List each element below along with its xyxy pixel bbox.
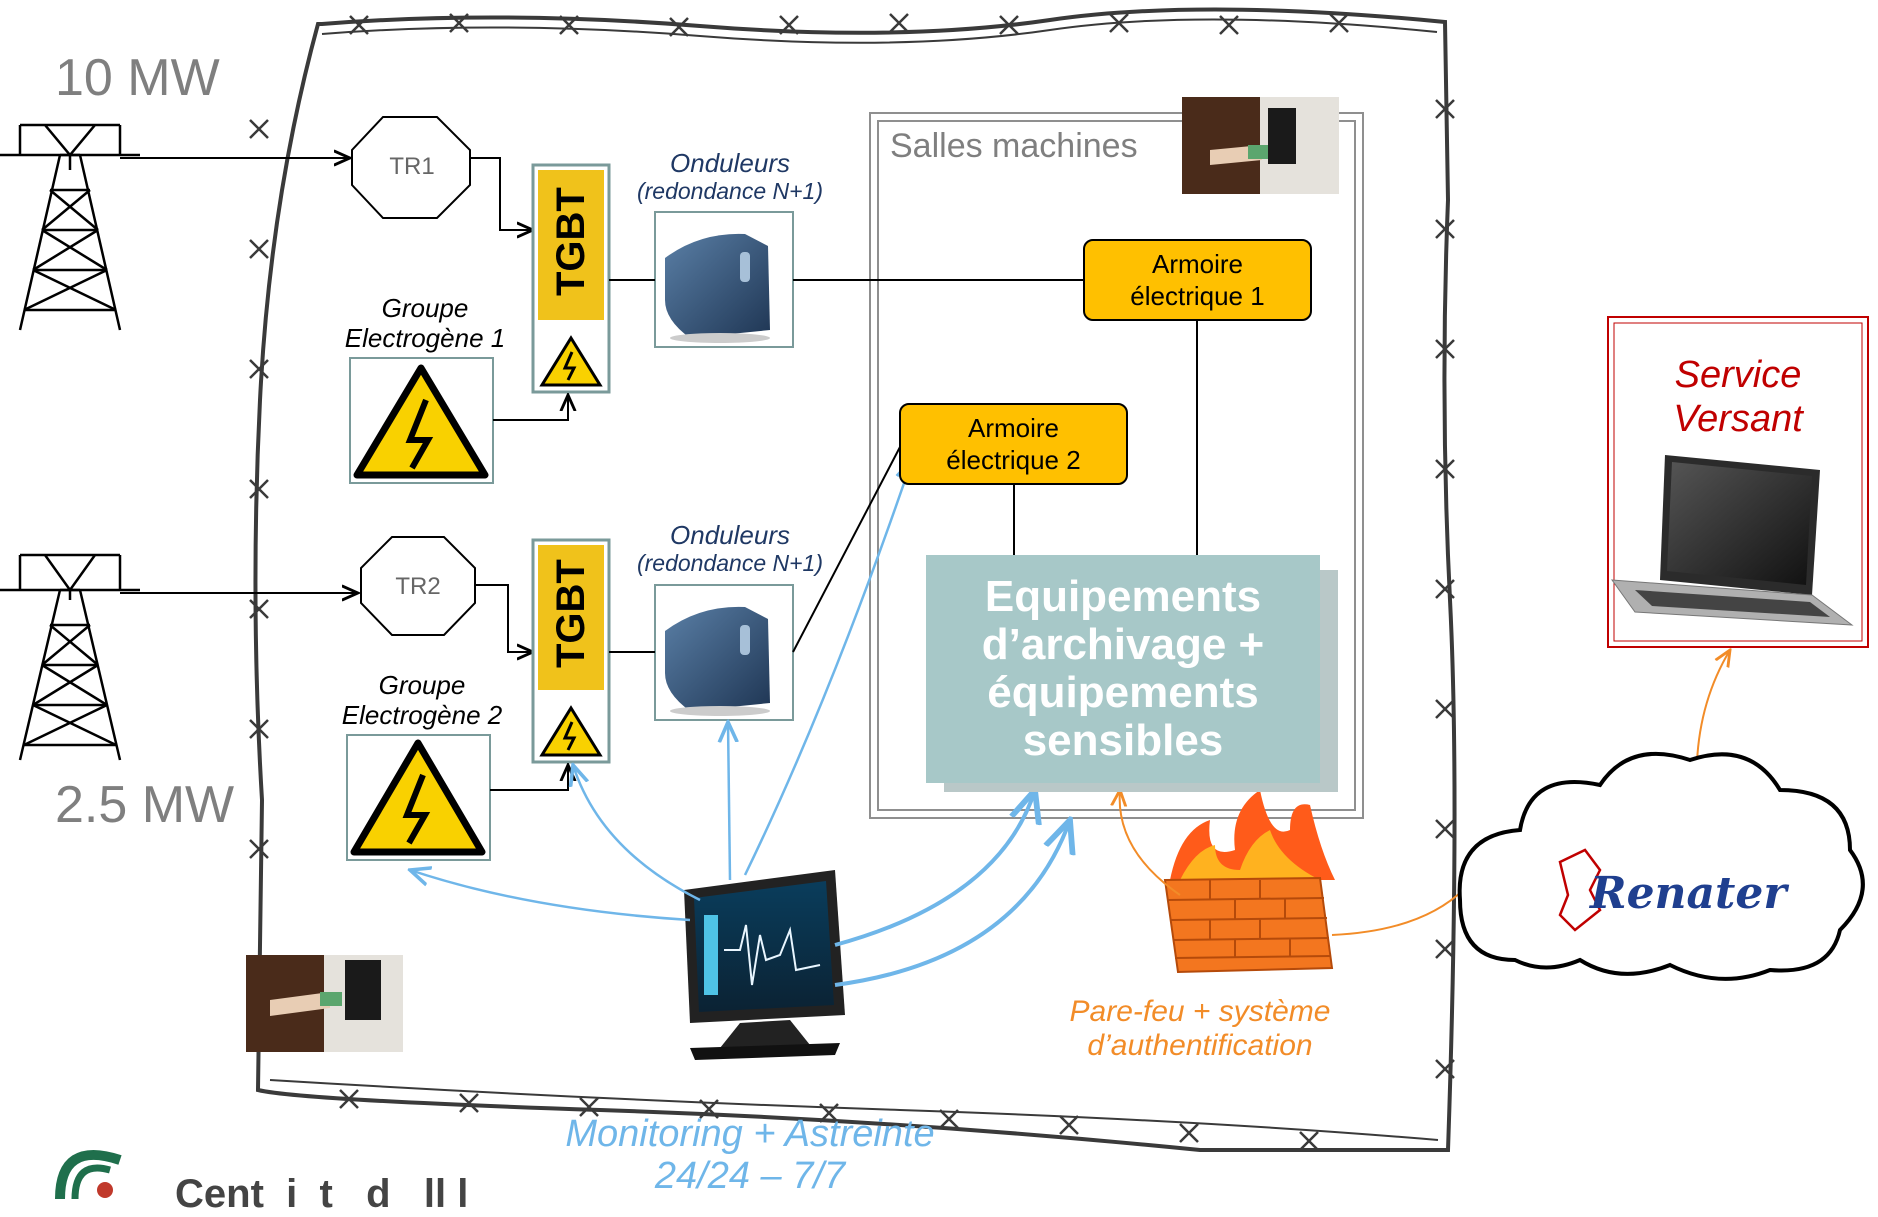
footer-logo-text: Cent i t d ll l — [175, 1172, 502, 1216]
ups-title: Onduleurs — [670, 148, 790, 178]
ups-title: Onduleurs — [670, 520, 790, 550]
monitoring-label: Monitoring + Astreinte 24/24 – 7/7 — [500, 1113, 1000, 1197]
firewall-line2: d’authentification — [1087, 1029, 1313, 1062]
hazard-icon — [539, 705, 603, 757]
equipment-line1: Equipements — [984, 572, 1262, 621]
cabinet-line1: Armoire — [1151, 249, 1243, 279]
generator-label-1: Groupe Electrogène 1 — [325, 293, 525, 353]
tgbt-label-2: TGBT — [549, 559, 593, 668]
high-voltage-icon — [350, 739, 486, 856]
service-line1: Service — [1674, 354, 1802, 396]
ups-label-2: Onduleurs (redondance N+1) — [600, 520, 860, 576]
equipment-line4: sensibles — [1022, 716, 1224, 765]
electrical-cabinet-2: Armoire électrique 2 — [899, 403, 1128, 485]
generator-line1: Groupe — [378, 670, 466, 700]
generator-line1: Groupe — [381, 293, 469, 323]
equipment-line2: d’archivage + — [981, 620, 1265, 669]
transformer-tr2 — [360, 536, 476, 636]
archiving-equipment-box: Equipements d’archivage + équipements se… — [926, 555, 1320, 783]
generator-line2: Electrogène 1 — [344, 323, 506, 353]
monitoring-line1: Monitoring + Astreinte — [565, 1113, 935, 1155]
pylon-icon — [0, 553, 140, 761]
generator-label-2: Groupe Electrogène 2 — [322, 670, 522, 730]
monitoring-line2: 24/24 – 7/7 — [654, 1155, 846, 1197]
tgbt-label-1: TGBT — [549, 187, 593, 296]
pylon-icon — [0, 123, 140, 331]
ups-label-1: Onduleurs (redondance N+1) — [600, 148, 860, 204]
ups-subtitle: (redondance N+1) — [636, 178, 824, 204]
power-label-top: 10 MW — [55, 49, 220, 107]
machine-rooms-label: Salles machines — [890, 127, 1138, 165]
cabinet-line2: électrique 1 — [1130, 281, 1265, 311]
firewall-icon — [1163, 790, 1335, 974]
laptop-icon — [1610, 455, 1854, 626]
transformer-label-2: TR2 — [395, 573, 441, 600]
cabinet-line1: Armoire — [967, 413, 1059, 443]
access-control-photo — [1182, 97, 1339, 194]
machine-rooms-frame — [869, 112, 1364, 819]
generator-line2: Electrogène 2 — [341, 700, 503, 730]
ups-icon — [665, 233, 770, 343]
firewall-line1: Pare-feu + système — [1069, 995, 1331, 1028]
renater-cloud-icon — [1457, 751, 1865, 981]
barbed-wire-fence — [249, 7, 1457, 1152]
logo-icon — [55, 1149, 122, 1199]
power-label-bottom: 2.5 MW — [55, 776, 235, 834]
hazard-icon — [539, 335, 603, 387]
high-voltage-icon — [353, 364, 489, 479]
ups-icon — [665, 606, 770, 716]
equipment-line3: équipements — [987, 668, 1259, 717]
service-versant-label: Service Versant — [1608, 353, 1868, 441]
monitoring-screen-icon — [684, 870, 845, 1060]
electrical-cabinet-1: Armoire électrique 1 — [1083, 239, 1312, 321]
transformer-label-1: TR1 — [389, 153, 435, 180]
transformer-tr1 — [351, 116, 471, 219]
service-line2: Versant — [1673, 398, 1803, 440]
firewall-label: Pare-feu + système d’authentification — [1030, 995, 1370, 1063]
access-control-photo — [246, 955, 403, 1052]
ups-subtitle: (redondance N+1) — [636, 550, 824, 576]
cabinet-line2: électrique 2 — [946, 445, 1081, 475]
renater-logo-text: Renater — [1590, 868, 1787, 919]
